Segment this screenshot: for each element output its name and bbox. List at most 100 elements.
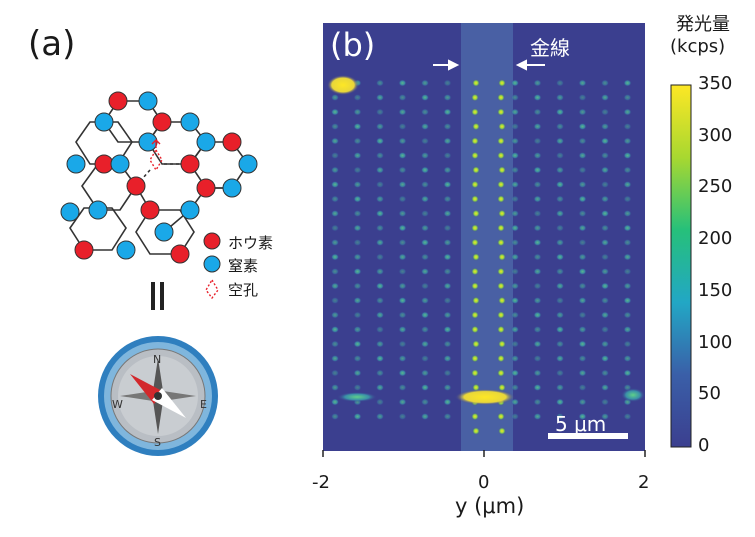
grid-spot	[398, 398, 407, 406]
grid-spot	[331, 268, 339, 275]
panel-b-label: (b)	[330, 26, 376, 64]
grid-spot	[623, 79, 632, 87]
grid-spot	[331, 108, 339, 116]
grid-spot	[556, 181, 564, 188]
grid-spot	[601, 340, 609, 348]
grid-spot	[421, 253, 429, 261]
grid-spot	[331, 355, 339, 362]
wire-spot	[497, 195, 505, 203]
x-tick-label: 2	[638, 472, 650, 493]
grid-spot	[421, 224, 429, 232]
grid-spot	[601, 355, 609, 362]
grid-spot	[511, 137, 519, 145]
grid-spot	[511, 384, 519, 391]
grid-spot	[376, 123, 384, 130]
wire-spot	[497, 93, 505, 102]
grid-spot	[398, 282, 407, 290]
colorbar-tick-label: 300	[698, 124, 733, 146]
grid-spot	[398, 340, 407, 348]
grid-spot	[331, 195, 339, 203]
lattice-diagram	[60, 91, 258, 456]
wire-spot	[471, 267, 479, 276]
boron-atoms	[74, 91, 242, 264]
grid-spot	[533, 311, 542, 319]
wire-spot	[498, 340, 506, 348]
wire-label: 金線	[530, 36, 570, 60]
compass-w: W	[112, 398, 123, 411]
grid-spot	[511, 239, 519, 246]
compass-s: S	[154, 436, 161, 449]
grid-spot	[398, 224, 407, 232]
grid-spot	[331, 123, 339, 130]
grid-spot	[376, 253, 384, 261]
compass-n: N	[153, 353, 162, 366]
grid-spot	[398, 210, 407, 217]
wire-spot	[498, 122, 506, 131]
grid-spot	[578, 282, 587, 290]
colorbar-tick-label: 200	[698, 228, 733, 250]
grid-spot	[623, 195, 632, 203]
grid-spot	[443, 413, 452, 420]
wire-spot	[471, 180, 479, 189]
grid-spot	[533, 384, 542, 391]
grid-spot	[556, 79, 564, 87]
grid-spot	[623, 311, 632, 319]
grid-spot	[331, 210, 339, 217]
wire-spot	[471, 369, 479, 377]
grid-spot	[376, 108, 384, 116]
grid-spot	[353, 268, 362, 275]
grid-spot	[421, 108, 429, 116]
grid-spot	[376, 79, 384, 87]
grid-spot	[376, 340, 384, 348]
grid-spot	[331, 326, 339, 333]
grid-spot	[331, 152, 339, 159]
wire-arrows	[433, 59, 545, 71]
wire-spot	[498, 253, 506, 261]
wire-spot	[498, 79, 506, 87]
grid-spot	[511, 152, 519, 159]
colorbar	[670, 84, 692, 448]
grid-spot	[331, 369, 339, 377]
grid-spot	[376, 94, 384, 101]
grid-spot	[398, 195, 407, 203]
grid-spot	[421, 195, 429, 203]
wire-spot	[498, 427, 506, 435]
grid-spot	[331, 340, 339, 348]
grid-spot	[578, 239, 587, 246]
grid-spot	[443, 239, 452, 246]
colorbar-tick-label: 250	[698, 176, 733, 198]
grid-spot	[578, 384, 587, 391]
grid-spot	[556, 123, 564, 130]
grid-spot	[601, 123, 609, 130]
grid-spot	[623, 224, 632, 232]
grid-spot	[533, 398, 542, 406]
grid-spot	[353, 297, 362, 304]
equals-bar-right	[160, 282, 164, 310]
grid-spot	[398, 297, 407, 304]
grid-spot	[578, 195, 587, 203]
hot-spot-corner	[327, 75, 359, 95]
grid-spot	[623, 108, 632, 116]
grid-spot	[398, 166, 407, 174]
grid-spot	[533, 253, 542, 261]
grid-spot	[376, 282, 384, 290]
grid-spot	[443, 137, 452, 145]
grid-spot	[398, 413, 407, 420]
grid-spot	[623, 94, 632, 101]
x-axis-label: y (μm)	[455, 494, 525, 518]
grid-spot	[353, 137, 362, 145]
grid-spot	[376, 297, 384, 304]
wire-spot	[472, 122, 480, 131]
grid-spot	[511, 369, 519, 377]
grid-spot	[511, 79, 519, 87]
grid-spot	[533, 282, 542, 290]
colorbar-tick-label: 50	[698, 383, 721, 405]
wire-spot	[497, 325, 505, 334]
grid-spot	[353, 326, 362, 333]
grid-spot	[376, 355, 384, 362]
wire-spot	[497, 311, 505, 319]
grid-spot	[353, 94, 362, 101]
grid-spot	[578, 413, 587, 420]
grid-spot	[331, 413, 339, 420]
grid-spot	[511, 268, 519, 275]
